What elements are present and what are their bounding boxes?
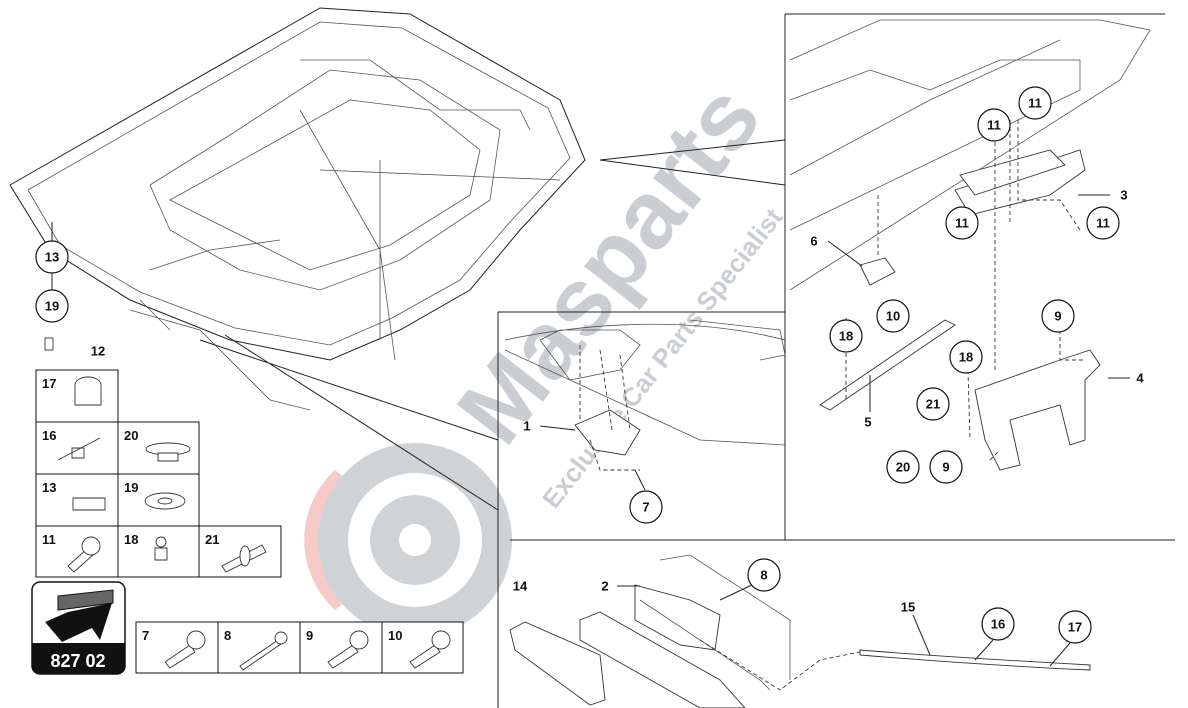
fastener-cell-21[interactable]: 21 [198, 525, 282, 578]
strut-inset-border [784, 13, 1165, 540]
svg-text:18: 18 [839, 329, 853, 344]
fastener-cell-18[interactable]: 18 [117, 525, 200, 578]
svg-text:19: 19 [45, 299, 59, 314]
callout-9[interactable]: 9 [1041, 299, 1075, 333]
diagram-id-badge: 827 02 [31, 581, 126, 675]
callout-18[interactable]: 18 [949, 340, 983, 374]
callout-17[interactable]: 17 [1058, 610, 1092, 644]
svg-text:10: 10 [886, 309, 900, 324]
fastener-cell-20[interactable]: 20 [117, 421, 200, 475]
label-6[interactable]: 6 [810, 234, 817, 249]
label-4[interactable]: 4 [1136, 371, 1144, 386]
fastener-cell-8[interactable]: 8 [217, 621, 301, 674]
fastener-cell-10[interactable]: 10 [381, 621, 464, 674]
callout-8[interactable]: 8 [747, 558, 781, 592]
svg-text:9: 9 [942, 460, 949, 475]
svg-text:21: 21 [205, 532, 219, 547]
fastener-cell-16[interactable]: 16 [35, 421, 119, 475]
arrow-icon [45, 589, 114, 642]
svg-text:18: 18 [124, 532, 138, 547]
callout-11[interactable]: 11 [1086, 206, 1120, 240]
fastener-cell-7[interactable]: 7 [135, 621, 219, 674]
callout-21[interactable]: 21 [916, 387, 950, 421]
fastener-cell-9[interactable]: 9 [299, 621, 383, 674]
engine-cover-drawing [9, 7, 586, 411]
diagram-id: 827 02 [50, 651, 105, 671]
hinge-inset-border [497, 311, 785, 708]
svg-text:11: 11 [987, 118, 1001, 133]
svg-text:13: 13 [42, 480, 56, 495]
label-2[interactable]: 2 [601, 579, 608, 594]
callout-9[interactable]: 9 [929, 450, 963, 484]
svg-text:11: 11 [1028, 96, 1042, 111]
callout-11[interactable]: 11 [977, 108, 1011, 142]
svg-text:17: 17 [1068, 620, 1082, 635]
latch-drawing [509, 554, 1091, 708]
svg-text:8: 8 [760, 568, 767, 583]
fastener-cell-13[interactable]: 13 [35, 473, 119, 527]
svg-text:11: 11 [42, 532, 56, 547]
callout-16[interactable]: 16 [981, 607, 1015, 641]
svg-text:16: 16 [42, 428, 56, 443]
fastener-cell-19[interactable]: 19 [117, 473, 200, 527]
label-15[interactable]: 15 [901, 600, 915, 615]
svg-text:10: 10 [388, 628, 402, 643]
svg-text:7: 7 [642, 500, 649, 515]
svg-text:20: 20 [124, 428, 138, 443]
svg-text:21: 21 [926, 397, 940, 412]
callout-11[interactable]: 11 [945, 206, 979, 240]
svg-text:18: 18 [959, 350, 973, 365]
svg-text:11: 11 [1096, 216, 1110, 231]
bolt-12-icon [44, 337, 54, 351]
label-14[interactable]: 14 [513, 579, 528, 594]
svg-text:19: 19 [124, 480, 138, 495]
fastener-cell-17[interactable]: 17 [35, 369, 119, 423]
svg-text:9: 9 [1054, 309, 1061, 324]
svg-text:20: 20 [896, 460, 910, 475]
label-3[interactable]: 3 [1120, 188, 1127, 203]
callout-13[interactable]: 13 [35, 240, 69, 274]
svg-text:17: 17 [42, 376, 56, 391]
watermark-logo [304, 443, 512, 637]
callout-11[interactable]: 11 [1018, 86, 1052, 120]
label-5[interactable]: 5 [864, 415, 871, 430]
callout-18[interactable]: 18 [829, 319, 863, 353]
callout-20[interactable]: 20 [886, 450, 920, 484]
svg-text:11: 11 [955, 216, 969, 231]
svg-text:8: 8 [224, 628, 231, 643]
hinge-drawing [504, 319, 786, 471]
callout-19[interactable]: 19 [35, 289, 69, 323]
label-12[interactable]: 12 [91, 344, 105, 359]
svg-text:7: 7 [142, 628, 149, 643]
fastener-cell-11[interactable]: 11 [35, 525, 119, 578]
svg-text:13: 13 [45, 250, 59, 265]
callout-7[interactable]: 7 [629, 490, 663, 524]
svg-text:9: 9 [306, 628, 313, 643]
callout-10[interactable]: 10 [876, 299, 910, 333]
strut-drawing [789, 19, 1151, 471]
svg-text:16: 16 [991, 617, 1005, 632]
label-1[interactable]: 1 [523, 419, 530, 434]
